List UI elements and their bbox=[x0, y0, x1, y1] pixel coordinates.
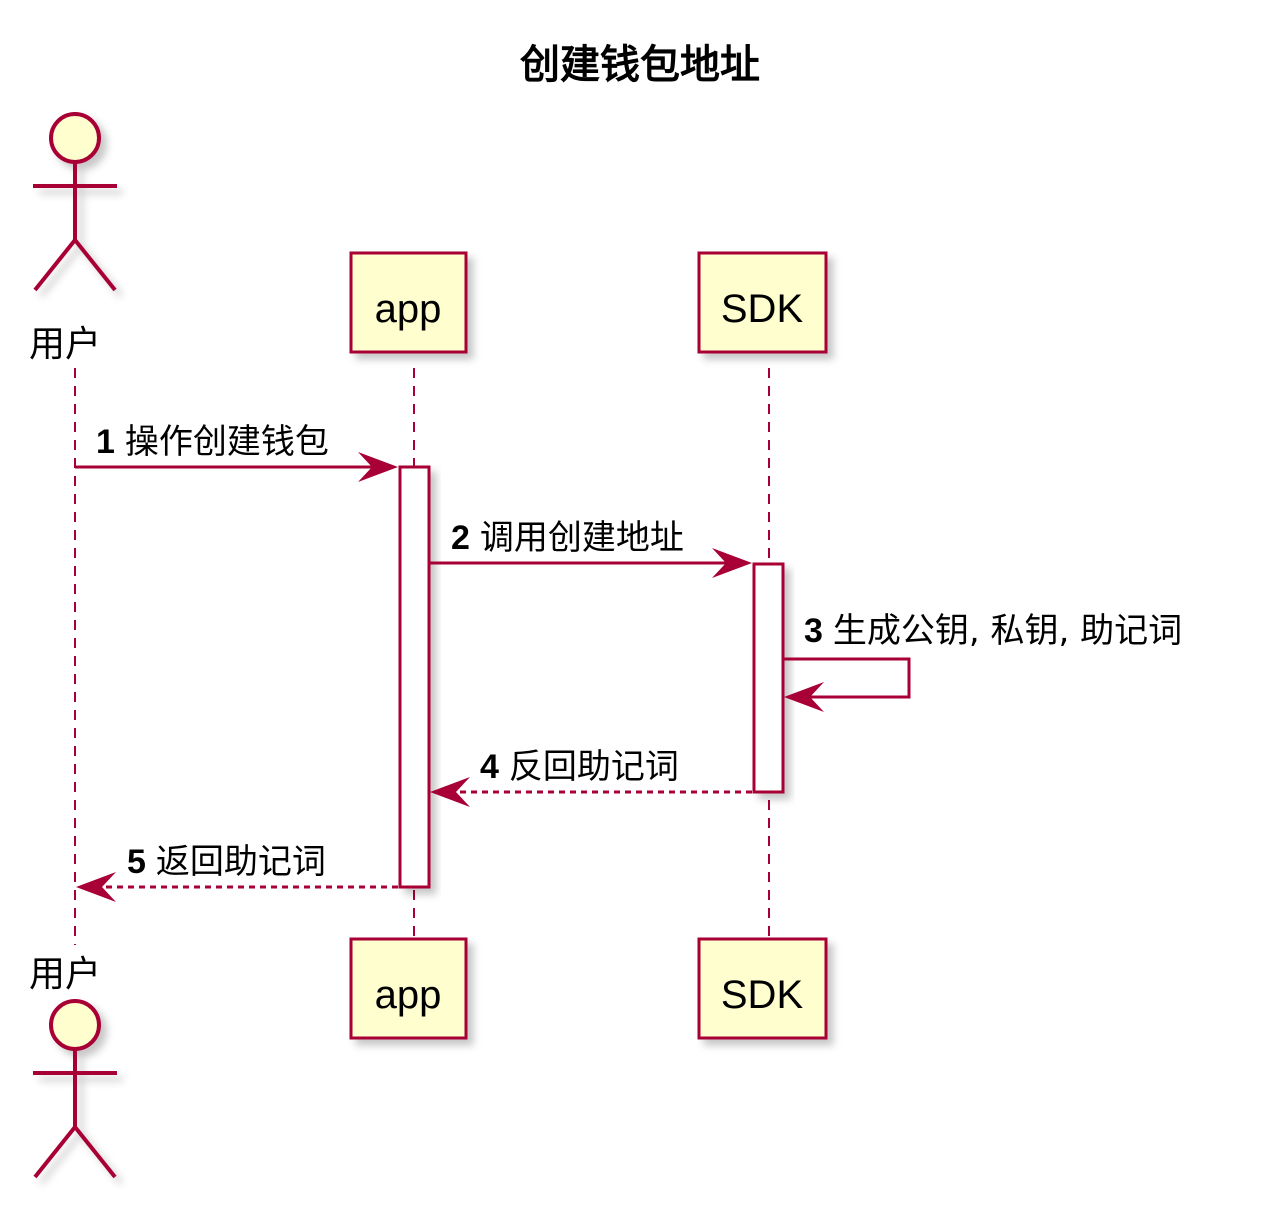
arrowhead-icon bbox=[358, 452, 398, 482]
activation-bar-sdk bbox=[752, 562, 785, 794]
arrowhead-icon bbox=[784, 682, 824, 712]
participant-app-top: app bbox=[349, 251, 468, 354]
arrowhead-icon bbox=[712, 548, 752, 578]
actor-label-bottom: 用户 bbox=[29, 954, 101, 995]
actor-stick-figure-icon bbox=[33, 112, 117, 292]
participant-sdk-top: SDK bbox=[697, 251, 828, 354]
participant-sdk-bottom: SDK bbox=[697, 937, 828, 1040]
arrowhead-icon bbox=[76, 872, 116, 902]
participant-label: SDK bbox=[721, 973, 804, 1017]
diagram-title: 创建钱包地址 bbox=[520, 41, 760, 88]
participant-label: app bbox=[375, 973, 442, 1017]
actor-label-top: 用户 bbox=[29, 324, 101, 365]
participant-label: SDK bbox=[721, 287, 804, 331]
actor-stick-figure-icon bbox=[33, 999, 117, 1179]
participant-label: app bbox=[375, 287, 442, 331]
participant-app-bottom: app bbox=[349, 937, 468, 1040]
activation-bar-app bbox=[398, 465, 431, 889]
arrowhead-icon bbox=[430, 777, 470, 807]
